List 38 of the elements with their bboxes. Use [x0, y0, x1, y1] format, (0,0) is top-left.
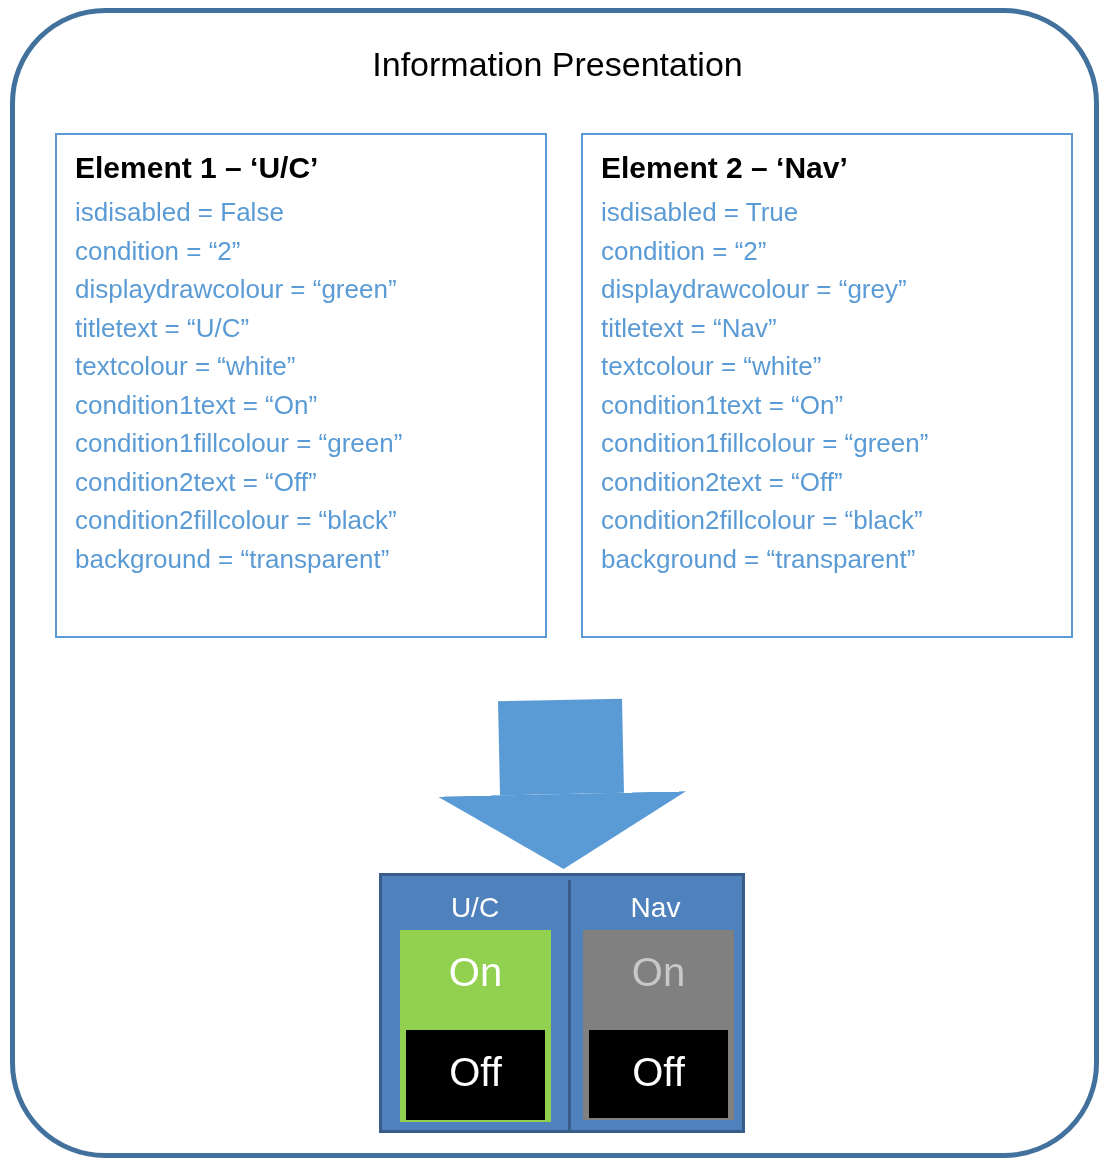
section-title: Information Presentation	[371, 45, 744, 84]
property-line: condition1text = “On”	[75, 389, 318, 421]
status-widget-panel	[379, 873, 745, 1133]
status-indicator	[400, 930, 551, 1122]
property-line: condition1fillcolour = “green”	[601, 428, 929, 459]
property-line: titletext = “Nav”	[601, 312, 777, 344]
status-text: On	[630, 950, 687, 995]
block-arrow	[438, 698, 686, 869]
property-line: isdisabled = True	[601, 197, 799, 228]
box-heading: Element 1 – ‘U/C’	[75, 151, 319, 185]
status-indicator	[583, 930, 734, 1120]
property-line: textcolour = “white”	[75, 351, 296, 382]
property-line: displaydrawcolour = “green”	[75, 274, 397, 305]
property-line: condition2fillcolour = “black”	[75, 505, 397, 536]
properties-box	[55, 133, 547, 638]
status-indicator	[406, 1030, 545, 1120]
box-heading: Element 2 – ‘Nav’	[601, 151, 848, 185]
property-line: condition = “2”	[601, 235, 767, 267]
property-line: condition = “2”	[75, 235, 241, 267]
property-line: condition1text = “On”	[601, 389, 844, 421]
property-line: condition2text = “Off”	[75, 466, 317, 498]
property-line: background = “transparent”	[601, 543, 916, 575]
property-line: condition1fillcolour = “green”	[75, 428, 403, 459]
property-line: isdisabled = False	[75, 197, 284, 228]
properties-box	[581, 133, 1073, 638]
property-line: textcolour = “white”	[601, 351, 822, 382]
column-title: Nav	[629, 892, 682, 924]
column-title: U/C	[449, 892, 501, 924]
property-line: condition2text = “Off”	[601, 466, 843, 498]
status-text: Off	[631, 1050, 686, 1095]
property-line: background = “transparent”	[75, 543, 390, 575]
property-line: displaydrawcolour = “grey”	[601, 274, 907, 305]
property-line: titletext = “U/C”	[75, 312, 250, 344]
status-text: Off	[448, 1050, 503, 1095]
rounded-panel	[10, 8, 1099, 1158]
status-indicator	[589, 1030, 728, 1118]
status-text: On	[447, 950, 504, 995]
property-line: condition2fillcolour = “black”	[601, 505, 923, 536]
